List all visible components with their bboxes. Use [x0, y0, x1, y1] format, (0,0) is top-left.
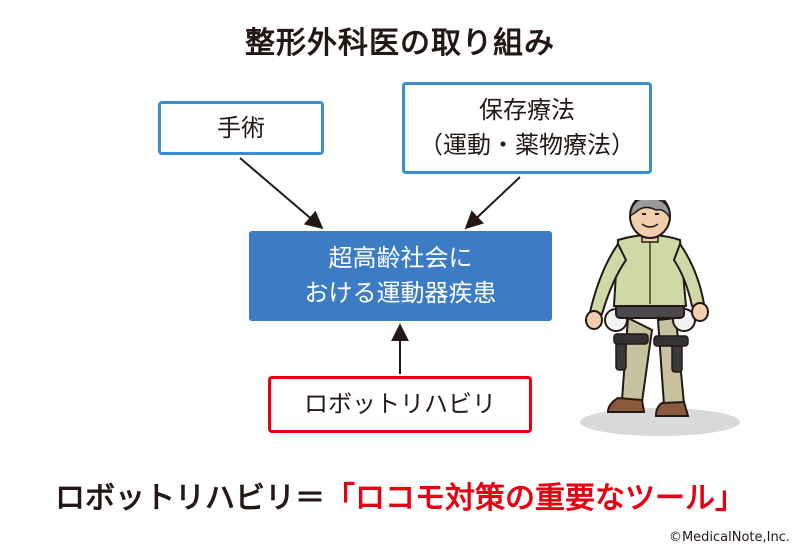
arrow-conservative-to-center	[464, 176, 521, 230]
surgery-box: 手術	[158, 101, 324, 155]
conservative-therapy-label: 保存療法	[479, 96, 575, 125]
elderly-man-robot-suit-illustration	[580, 200, 740, 436]
conclusion-emphasis: 「ロコモ対策の重要なツール」	[325, 481, 745, 516]
conservative-therapy-detail: （運動・薬物療法）	[419, 131, 635, 159]
center-label-line1: 超高齢社会に	[328, 244, 473, 273]
musculoskeletal-disease-box: 超高齢社会に おける運動器疾患	[249, 231, 552, 321]
diagram-title: 整形外科医の取り組み	[245, 26, 555, 61]
robot-rehab-label: ロボットリハビリ	[304, 390, 496, 419]
arrow-surgery-to-center	[239, 157, 324, 230]
surgery-label: 手術	[217, 113, 265, 142]
copyright-notice: ©MedicalNote,Inc.	[668, 530, 790, 545]
conservative-therapy-box: 保存療法 （運動・薬物療法）	[402, 82, 652, 174]
conclusion-text: ロボットリハビリ＝「ロコモ対策の重要なツール」	[0, 473, 800, 517]
robot-rehab-box: ロボットリハビリ	[268, 376, 532, 433]
conclusion-prefix: ロボットリハビリ＝	[55, 481, 325, 516]
center-label-line2: おける運動器疾患	[304, 279, 497, 307]
